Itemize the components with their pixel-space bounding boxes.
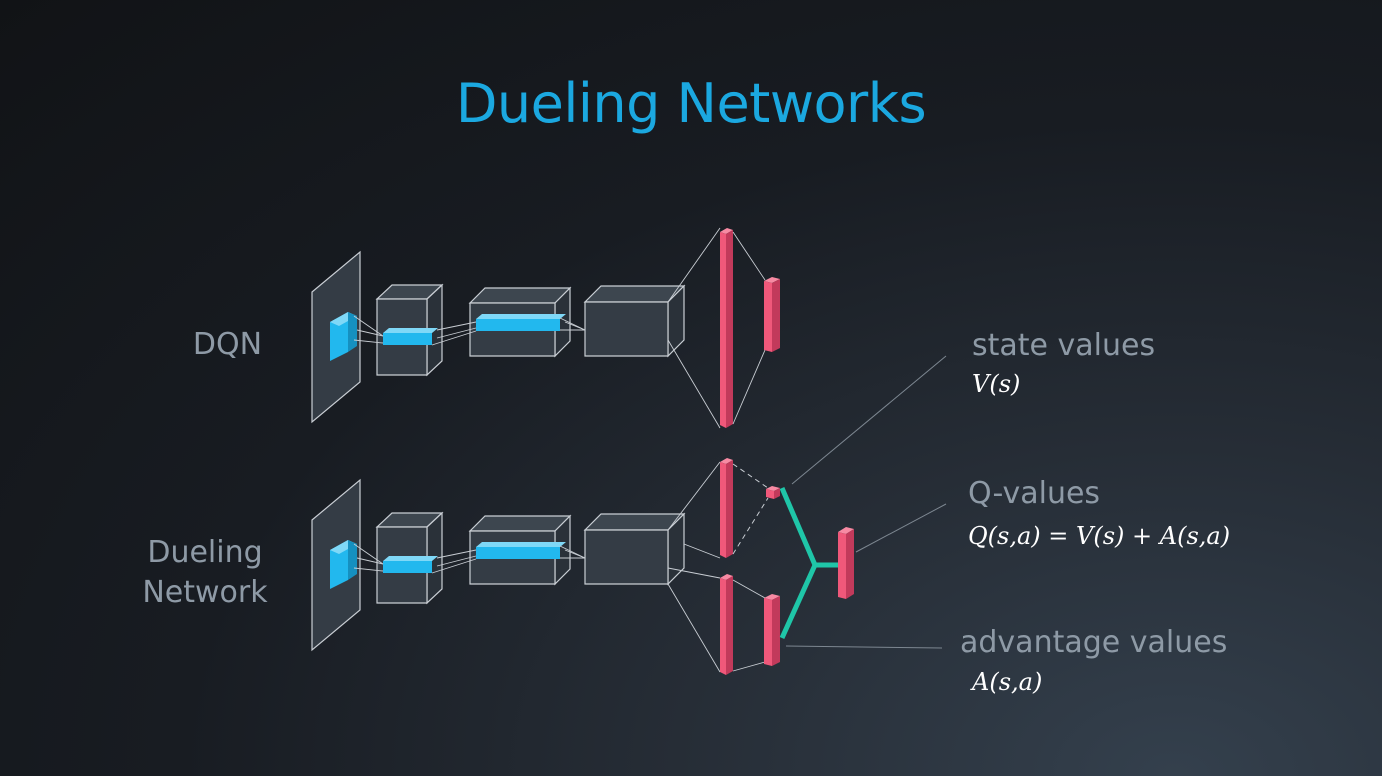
dqn-fc-layer [720, 228, 733, 428]
q-values-formula: Q(s,a) = V(s) + A(s,a) [968, 522, 1231, 550]
state-value-output [766, 486, 780, 499]
dueling-conv-layer-1 [375, 511, 444, 605]
dqn-conv-layer-3 [583, 284, 686, 358]
dqn-label-text: DQN [192, 327, 263, 362]
dqn-network [311, 227, 780, 429]
dueling-network [311, 458, 854, 675]
dqn-label: DQN [170, 325, 285, 365]
dueling-conv-layer-2 [468, 514, 572, 586]
dueling-input-plane [311, 478, 361, 652]
advantage-values-formula: A(s,a) [972, 668, 1043, 696]
advantage-stream-fc-layer [720, 574, 733, 675]
dueling-conv-layer-3 [583, 512, 686, 586]
dqn-input-plane [311, 250, 361, 424]
state-values-label: state values [972, 328, 1156, 363]
q-values-output [838, 527, 854, 599]
dqn-conv-layer-1 [375, 283, 444, 377]
state-values-formula: V(s) [972, 370, 1021, 398]
dueling-label-line2: Network [142, 575, 268, 610]
dueling-label-line1: Dueling [147, 535, 263, 570]
annotation-pointers [785, 355, 947, 649]
dueling-network-label: Dueling Network [125, 533, 285, 613]
dqn-output-layer [764, 277, 780, 352]
q-values-label: Q-values [968, 476, 1101, 511]
dqn-conv-layer-2 [468, 286, 572, 358]
aggregation-connector [779, 487, 840, 640]
advantage-output [764, 594, 780, 666]
advantage-values-label: advantage values [960, 625, 1228, 660]
value-stream-fc-layer [720, 458, 733, 558]
page-title: Dueling Networks [455, 72, 927, 135]
